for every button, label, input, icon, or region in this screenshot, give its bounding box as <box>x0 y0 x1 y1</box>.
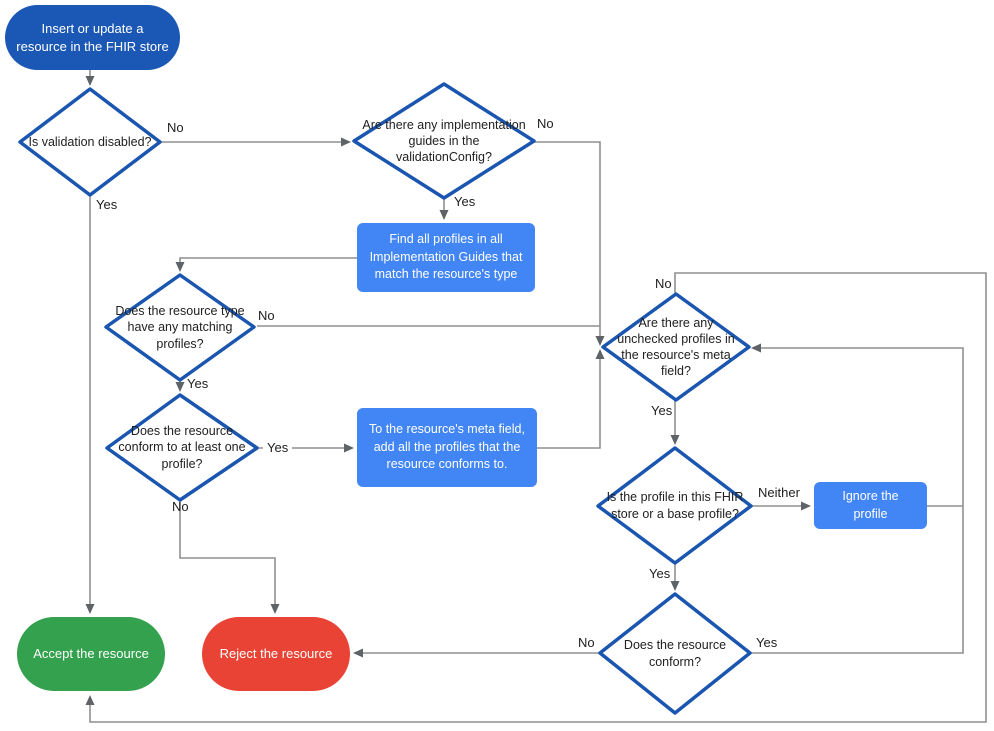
edge-label-resourceconform-yes: Yes <box>756 635 778 650</box>
diamond-unchecked-profiles <box>601 292 751 402</box>
edge-conform-no-reject <box>179 500 280 614</box>
accept-node: Accept the resource <box>17 617 165 691</box>
edge-guides-no-unchecked <box>534 141 605 346</box>
edge-label-unchecked-no: No <box>655 276 672 291</box>
edge-label-matching-no: No <box>258 308 275 323</box>
edge-label-guides-no: No <box>537 116 554 131</box>
process-ignore-profile: Ignore the profile <box>814 482 927 529</box>
edge-find-to-matching <box>175 257 357 272</box>
reject-node-label: Reject the resource <box>219 646 333 662</box>
diamond-conform-one-profile <box>105 393 259 502</box>
diamond-resource-conform <box>598 592 752 715</box>
accept-node-label: Accept the resource <box>33 646 149 662</box>
diamond-validation-disabled <box>18 87 162 197</box>
diamond-matching-profiles <box>104 273 256 382</box>
edge-label-resourceconform-no: No <box>578 635 595 650</box>
diamond-implementation-guides <box>352 82 536 200</box>
edge-label-matching-yes: Yes <box>187 376 209 391</box>
edge-label-profile-yes: Yes <box>649 566 671 581</box>
process-add-profiles-label: To the resource's meta field, add all th… <box>369 422 525 472</box>
reject-node: Reject the resource <box>202 617 350 691</box>
process-add-profiles: To the resource's meta field, add all th… <box>357 408 537 487</box>
edge-resourceconform-yes-loop <box>750 343 964 654</box>
edge-label-conform-yes: Yes <box>263 440 293 455</box>
edge-add-to-unchecked <box>537 349 605 449</box>
edge-unchecked-no-accept <box>85 272 987 723</box>
edge-label-validation-yes: Yes <box>96 197 118 212</box>
start-node-label: Insert or update a resource in the FHIR … <box>16 20 169 54</box>
edge-label-guides-yes: Yes <box>454 194 476 209</box>
edge-label-validation-no: No <box>167 120 184 135</box>
edge-label-unchecked-yes: Yes <box>651 403 673 418</box>
process-find-profiles: Find all profiles in all Implementation … <box>357 223 535 292</box>
diamond-profile-in-store <box>596 446 753 565</box>
start-node: Insert or update a resource in the FHIR … <box>5 5 180 70</box>
process-find-profiles-label: Find all profiles in all Implementation … <box>369 232 523 282</box>
edge-label-conform-no: No <box>172 499 189 514</box>
process-ignore-profile-label: Ignore the profile <box>842 489 899 521</box>
edge-label-profile-neither: Neither <box>758 485 800 500</box>
